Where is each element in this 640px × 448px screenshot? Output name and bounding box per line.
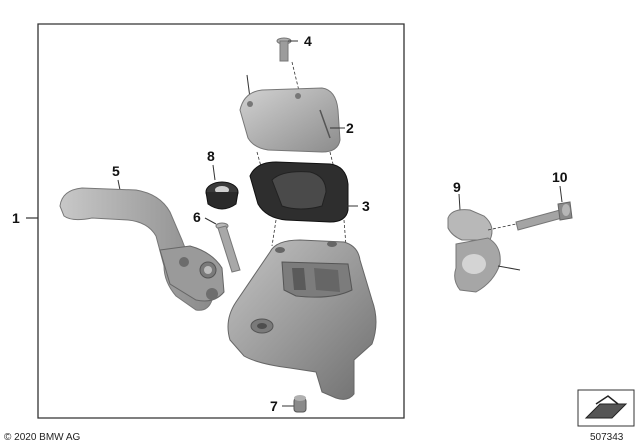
- brake-lever-part-5: [59, 179, 225, 311]
- callout-1: 1: [12, 210, 20, 226]
- callout-10: 10: [552, 169, 568, 185]
- callout-4: 4: [304, 33, 312, 49]
- document-number: 507343: [590, 432, 624, 443]
- bolt-part-10: [515, 185, 573, 231]
- grommet-part-8: [205, 164, 239, 210]
- pin-part-6: [204, 217, 241, 273]
- reservoir-cap-part-2: [239, 74, 345, 153]
- small-cap-part-7: [282, 395, 307, 413]
- view-direction-icon: [577, 389, 635, 427]
- callout-8: 8: [207, 148, 215, 164]
- screw-part-4: [276, 37, 301, 96]
- diagram-frame: [37, 23, 405, 419]
- callout-3: 3: [362, 198, 370, 214]
- callout-7: 7: [270, 398, 278, 414]
- diaphragm-part-3: [249, 151, 358, 223]
- callout-6: 6: [193, 209, 201, 225]
- clamp-part-9: [447, 193, 521, 293]
- callout-2: 2: [346, 120, 354, 136]
- copyright-notice: © 2020 BMW AG: [4, 432, 81, 443]
- callout-9: 9: [453, 179, 461, 195]
- callout-5: 5: [112, 163, 120, 179]
- master-cylinder-body-part-1: [227, 219, 377, 400]
